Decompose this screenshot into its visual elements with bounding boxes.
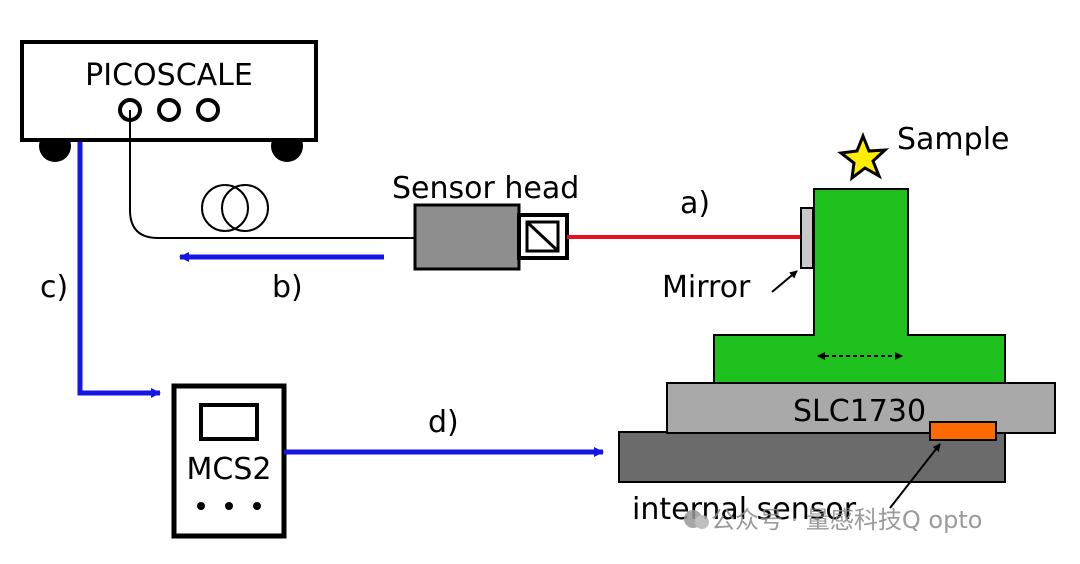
beam-label-a: a) [680, 186, 710, 221]
mcs2-controller: MCS2 [171, 383, 287, 539]
mcs2-label: MCS2 [187, 452, 272, 487]
sample-label: Sample [897, 122, 1010, 157]
internal-sensor-chip [929, 421, 997, 441]
mirror [800, 207, 814, 269]
sample-star-icon [837, 131, 890, 182]
fiber-coil-icon [201, 184, 269, 232]
arrow-label-c: c) [40, 270, 68, 305]
picoscale-box [20, 40, 318, 142]
mcs2-display [199, 403, 259, 441]
internal-sensor-label: internal sensor [632, 492, 857, 527]
mcs2-button-1 [197, 502, 205, 510]
arrow-c [77, 142, 161, 398]
picoscale-controller: PICOSCALE [20, 40, 318, 162]
sensor-head: Sensor head [392, 171, 579, 271]
mcs2-button-2 [225, 502, 233, 510]
watermark: 公众号 · 量感科技Q opto [684, 506, 982, 534]
mirror-pointer [771, 270, 798, 293]
mirror-label: Mirror [662, 270, 751, 305]
picoscale-label: PICOSCALE [85, 58, 253, 93]
arrow-label-b: b) [272, 270, 303, 305]
picoscale-port-2 [157, 98, 181, 122]
internal-sensor-pointer [889, 443, 941, 509]
stage-assembly: SLC1730 [618, 188, 1056, 483]
stage-label: SLC1730 [793, 394, 926, 429]
watermark-text: 公众号 · 量感科技Q opto [711, 506, 982, 534]
green-carriage [713, 188, 1006, 384]
mcs2-button-3 [253, 502, 261, 510]
sensor-head-body [413, 203, 521, 271]
sensor-head-label: Sensor head [392, 171, 579, 206]
picoscale-port-3 [196, 98, 220, 122]
arrow-label-d: d) [428, 405, 459, 440]
optical-fiber [129, 110, 415, 239]
